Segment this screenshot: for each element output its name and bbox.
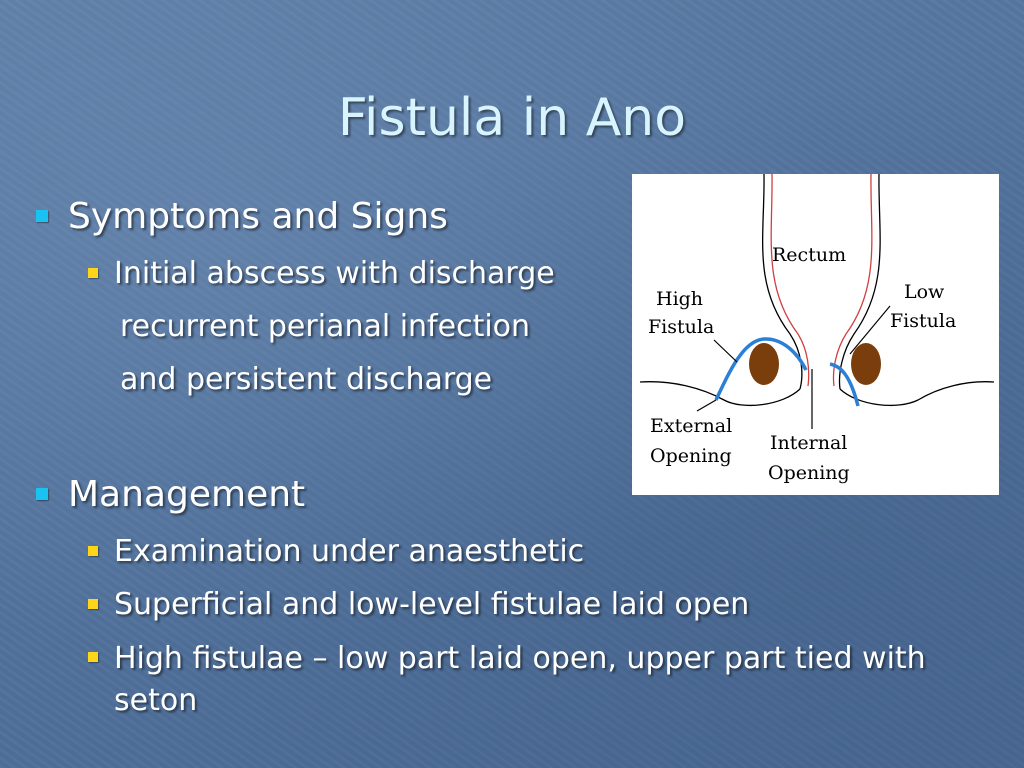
sub-bullet-examination: Examination under anaesthetic — [88, 534, 584, 569]
rectum-wall-left — [762, 174, 803, 390]
anorectal-anatomy-illustration: Rectum High Fistula Low Fistula External… — [639, 174, 995, 484]
sub-bullet-superficial: Superficial and low-level fistulae laid … — [88, 587, 749, 622]
sub-bullet-high-fistulae: High fistulae – low part laid open, uppe… — [88, 638, 968, 722]
leader-low-fistula — [849, 305, 891, 355]
bullet-square-icon — [88, 545, 98, 556]
label-rectum: Rectum — [772, 244, 846, 266]
bullet-square-icon — [88, 652, 98, 662]
label-low: Low — [904, 281, 945, 303]
fistula-diagram: Rectum High Fistula Low Fistula External… — [632, 174, 999, 495]
sphincter-left — [749, 343, 779, 385]
low-fistula-tract — [829, 362, 860, 407]
slide-title: Fistula in Ano — [337, 88, 687, 148]
perineum-outline-left — [639, 381, 801, 406]
perineum-outline-right — [839, 381, 995, 406]
mucosa-line-left — [770, 174, 810, 387]
leader-external-opening — [696, 399, 717, 412]
bullet-square-icon — [88, 598, 98, 609]
bullet-management: Management — [36, 474, 305, 515]
sub-bullet-continuation: and persistent discharge — [120, 362, 493, 397]
sub-bullet-text: Examination under anaesthetic — [114, 534, 585, 569]
label-internal: Internal — [770, 432, 847, 454]
section-heading: Management — [68, 474, 306, 515]
label-high: High — [656, 288, 703, 310]
section-heading: Symptoms and Signs — [68, 196, 448, 237]
bullet-square-icon — [36, 210, 48, 222]
label-opening-external: Opening — [650, 445, 732, 467]
bullet-square-icon — [88, 267, 98, 278]
label-fistula-high: Fistula — [648, 316, 714, 338]
high-fistula-tract — [714, 337, 808, 401]
sphincter-right — [851, 343, 881, 385]
sub-bullet-initial-abscess: Initial abscess with discharge — [88, 256, 555, 291]
label-opening-internal: Opening — [768, 462, 850, 484]
leader-high-fistula — [713, 339, 738, 363]
bullet-square-icon — [36, 488, 48, 500]
sub-bullet-continuation: recurrent perianal infection — [120, 309, 531, 344]
sub-bullet-text: High fistulae – low part laid open, uppe… — [114, 641, 926, 718]
sub-bullet-text: Superficial and low-level fistulae laid … — [114, 587, 750, 622]
label-external: External — [650, 415, 732, 437]
sub-bullet-text: Initial abscess with discharge — [114, 256, 555, 291]
label-fistula-low: Fistula — [890, 310, 956, 332]
bullet-symptoms-and-signs: Symptoms and Signs — [36, 196, 448, 237]
